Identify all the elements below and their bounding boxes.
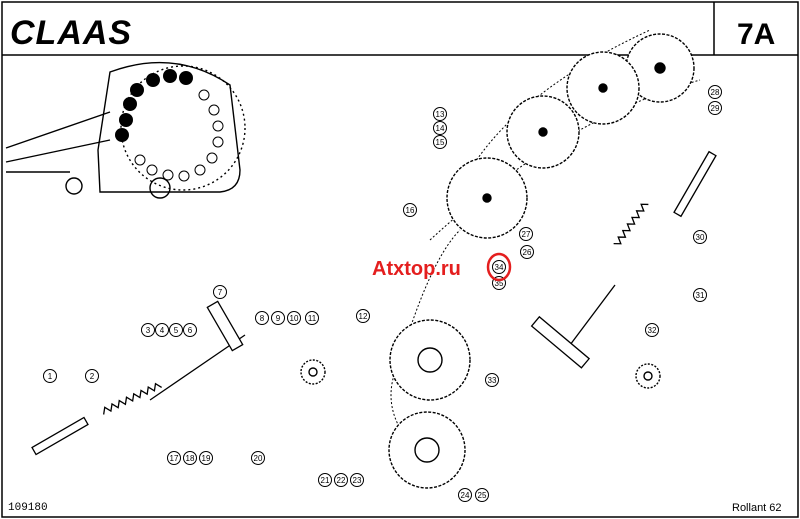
model-name: Rollant 62 — [732, 502, 782, 514]
callout-35: 35 — [495, 279, 504, 288]
callout-27: 27 — [522, 230, 531, 239]
callout-17: 17 — [170, 454, 179, 463]
arm-right — [530, 315, 591, 369]
sprocket-group — [300, 33, 695, 489]
callout-23: 23 — [353, 476, 362, 485]
callout-16: 16 — [406, 206, 415, 215]
callout-14: 14 — [436, 124, 445, 133]
callout-34: 34 — [495, 263, 504, 272]
callout-20: 20 — [254, 454, 263, 463]
spring-3 — [103, 382, 162, 415]
spring-30 — [613, 203, 649, 245]
callout-8: 8 — [260, 314, 265, 323]
callout-6: 6 — [188, 326, 193, 335]
sheet-number: 7A — [737, 18, 776, 51]
callout-25: 25 — [478, 491, 487, 500]
callout-1: 1 — [48, 372, 53, 381]
document-number: 109180 — [8, 502, 48, 514]
callout-13: 13 — [436, 110, 445, 119]
pin-1-left — [31, 416, 89, 456]
pin-1-right — [673, 150, 717, 218]
callout-10: 10 — [290, 314, 299, 323]
callout-12: 12 — [359, 312, 368, 321]
callout-5: 5 — [174, 326, 179, 335]
callout-15: 15 — [436, 138, 445, 147]
callout-33: 33 — [488, 376, 497, 385]
callout-22: 22 — [337, 476, 346, 485]
callout-26: 26 — [523, 248, 532, 257]
highlight-ring — [486, 252, 512, 282]
watermark-text: Atxtop.ru — [372, 258, 461, 280]
callout-21: 21 — [321, 476, 330, 485]
baler-thumbnail — [5, 61, 246, 199]
callout-9: 9 — [276, 314, 281, 323]
callout-32: 32 — [648, 326, 657, 335]
callout-labels: 1 2 3 4 5 6 7 8 9 10 11 12 13 14 15 16 1… — [43, 85, 722, 502]
callout-4: 4 — [160, 326, 165, 335]
callout-2: 2 — [90, 372, 95, 381]
callout-31: 31 — [696, 291, 705, 300]
callout-18: 18 — [186, 454, 195, 463]
callout-7: 7 — [218, 288, 223, 297]
callout-30: 30 — [696, 233, 705, 242]
callout-24: 24 — [461, 491, 470, 500]
callout-3: 3 — [146, 326, 151, 335]
shaft-parts — [31, 150, 717, 456]
callout-19: 19 — [202, 454, 211, 463]
callout-28: 28 — [711, 88, 720, 97]
rod-31 — [569, 284, 616, 346]
brand-logo: CLAAS — [10, 14, 133, 52]
callout-29: 29 — [711, 104, 720, 113]
arm-left — [206, 300, 244, 352]
callout-11: 11 — [308, 314, 317, 323]
